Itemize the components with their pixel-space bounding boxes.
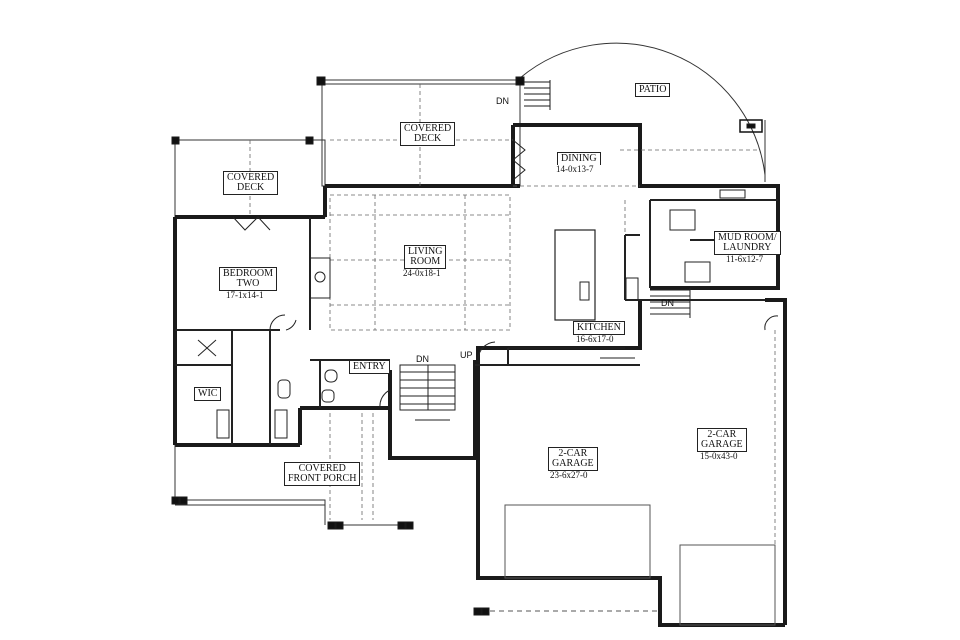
stair-tag-dn-mud: DN [661,298,674,308]
dims-mud-room: 11-6x12-7 [726,254,764,264]
label-covered-deck-top: COVERED DECK [400,122,456,146]
dims-kitchen: 16-6x17-0 [576,334,614,344]
dims-bedroom-two: 17-1x14-1 [226,290,264,300]
stair-tag-dn-deck: DN [496,96,509,106]
label-dining: DINING [557,152,601,165]
label-patio: PATIO [635,83,671,97]
dims-garage-left: 23-6x27-0 [550,470,588,480]
dims-living-room: 24-0x18-1 [403,268,441,278]
kitchen-island [554,229,596,321]
garage-door-left [504,504,651,579]
stair-tag-dn-stair: DN [416,354,429,364]
label-entry: ENTRY [349,360,390,374]
label-covered-front-porch: COVERED FRONT PORCH [284,462,361,486]
label-bedroom-two: BEDROOM TWO [219,267,278,291]
grill [739,119,763,133]
label-mud-room: MUD ROOM/ LAUNDRY [714,231,781,255]
garage-door-right [679,544,776,626]
stair-tag-up-stair: UP [460,350,473,360]
label-covered-deck-left: COVERED DECK [223,171,279,195]
fireplace [309,257,331,299]
dims-dining: 14-0x13-7 [556,164,594,174]
label-kitchen: KITCHEN [573,321,625,335]
label-garage-left: 2-CAR GARAGE [548,447,598,471]
label-living-room: LIVING ROOM [404,245,447,269]
label-wic: WIC [194,387,222,401]
label-garage-right: 2-CAR GARAGE [697,428,747,452]
dims-garage-right: 15-0x43-0 [700,451,738,461]
patio-arc [519,42,766,176]
